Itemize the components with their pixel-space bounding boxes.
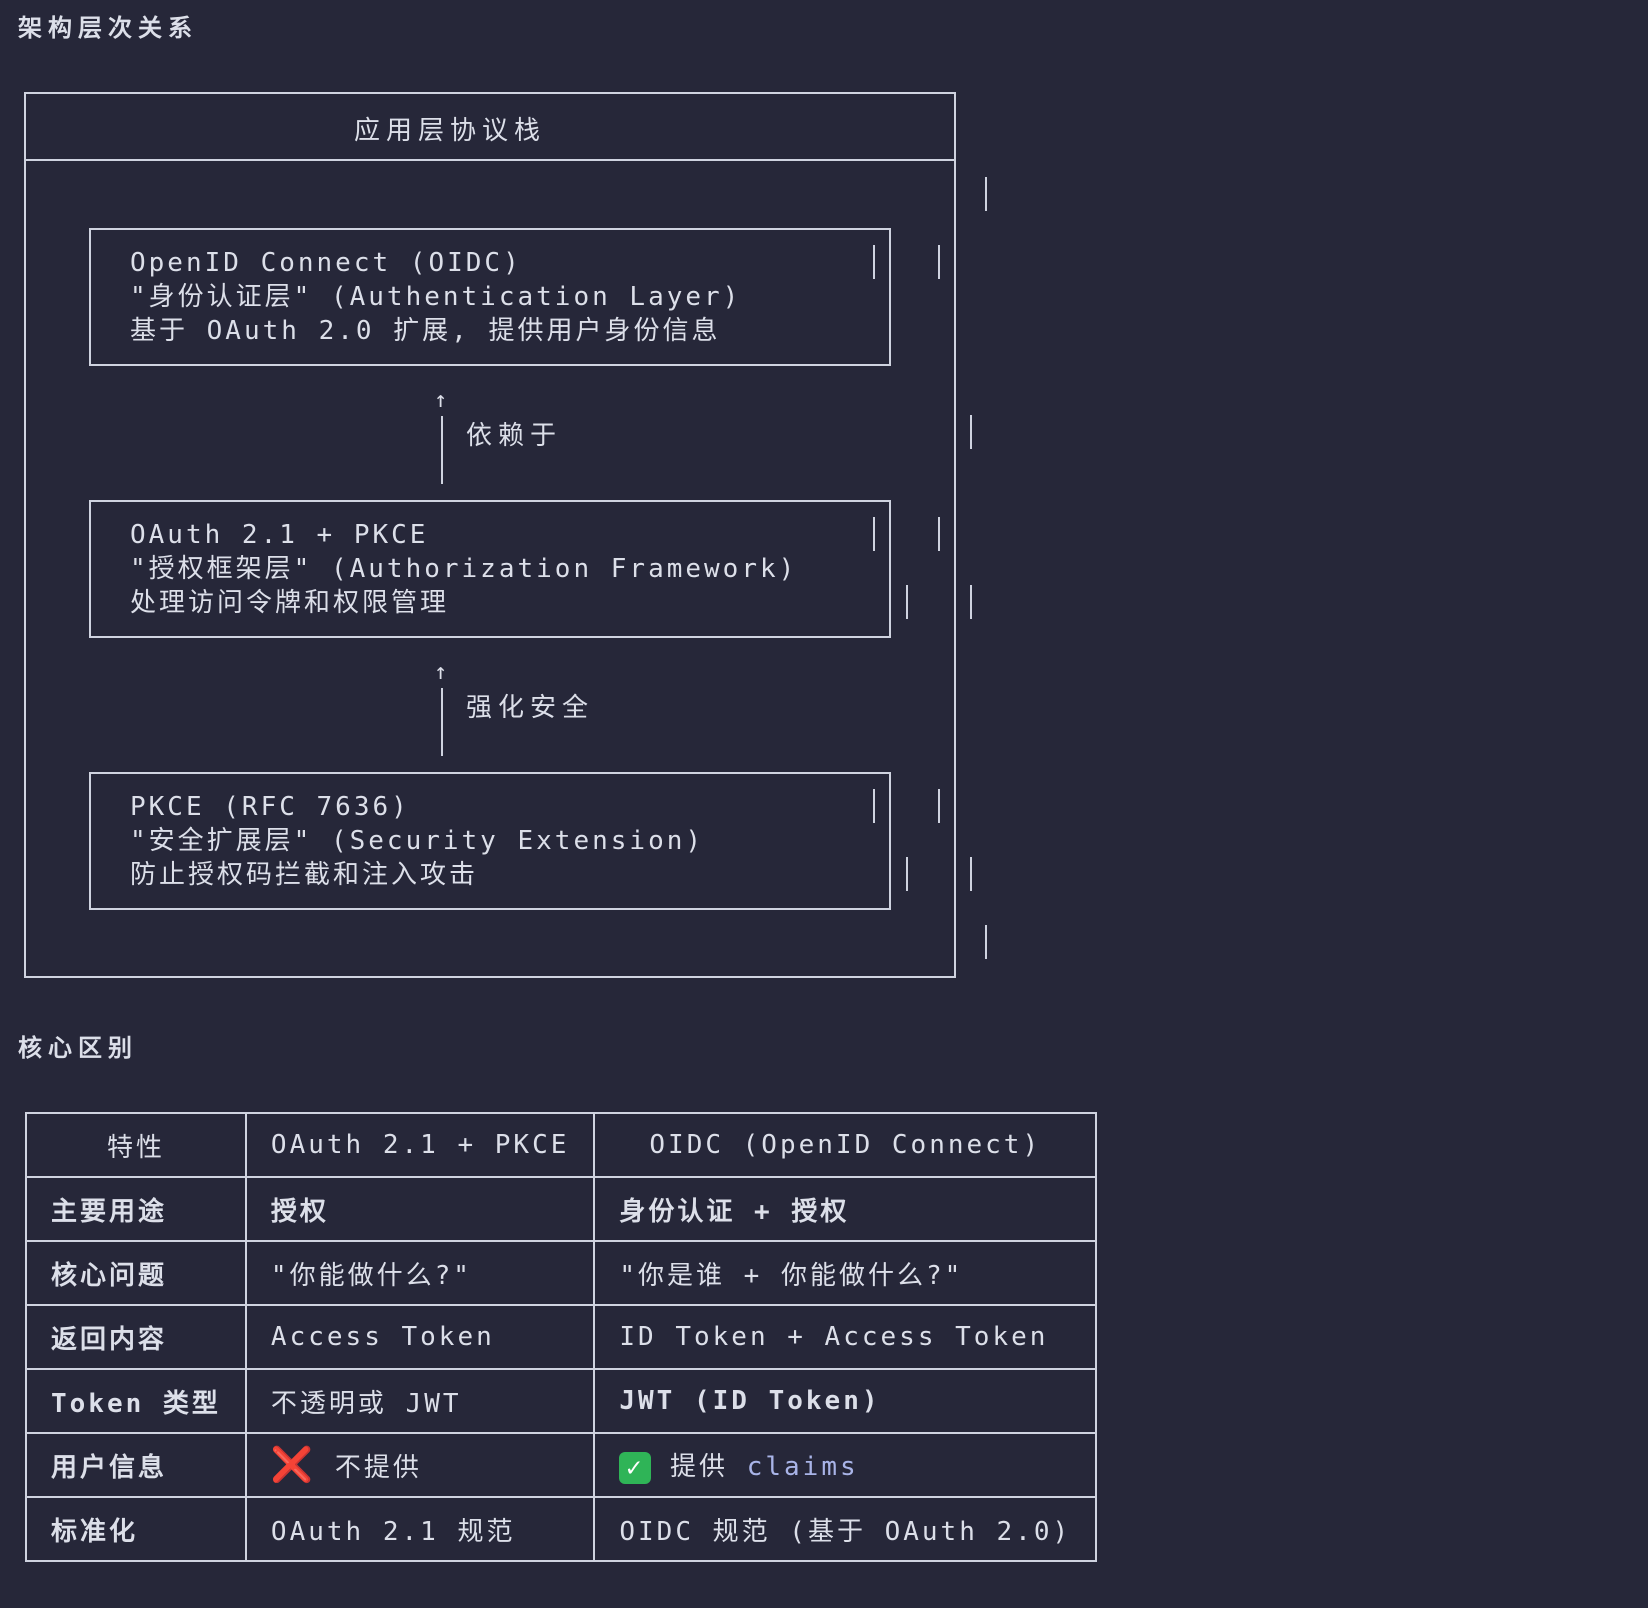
depends-on-connector: [441, 416, 443, 484]
row-label: 主要用途: [25, 1176, 247, 1242]
header-oidc: OIDC (OpenID Connect): [593, 1112, 1098, 1178]
comparison-table: 特性 OAuth 2.1 + PKCE OIDC (OpenID Connect…: [25, 1112, 1098, 1562]
table-row: Token 类型 不透明或 JWT JWT (ID Token): [25, 1368, 1098, 1434]
strengthens-arrow-icon: ↑: [434, 660, 448, 685]
pkce-layer-desc: 防止授权码拦截和注入攻击: [130, 860, 479, 890]
cell-oauth: 授权: [244, 1176, 596, 1242]
cell-oidc: ID Token + Access Token: [593, 1304, 1098, 1370]
box-inner-edge: [906, 585, 908, 619]
row-label: 用户信息: [25, 1432, 247, 1498]
cell-oauth: ❌ 不提供: [244, 1432, 596, 1498]
ascii-right-edge-segment: [954, 891, 956, 925]
cell-oidc: ✓ 提供 claims: [593, 1432, 1098, 1498]
box-inner-edge: [873, 245, 875, 279]
section-title-architecture: 架构层次关系: [18, 14, 198, 42]
oidc-layer-name: OpenID Connect (OIDC): [130, 248, 522, 278]
protocol-stack-title-divider: [24, 159, 956, 161]
strengthens-label: 强化安全: [466, 693, 595, 723]
cell-oauth: 不透明或 JWT: [244, 1368, 596, 1434]
ascii-right-edge-segment: [938, 789, 940, 823]
ascii-right-edge-segment: [985, 925, 987, 959]
oidc-layer-box: [89, 228, 891, 366]
header-oauth: OAuth 2.1 + PKCE: [244, 1112, 596, 1178]
ascii-right-edge-segment: [954, 449, 956, 517]
header-feature: 特性: [25, 1112, 247, 1178]
row-label: Token 类型: [25, 1368, 247, 1434]
cell-oauth: OAuth 2.1 规范: [244, 1496, 596, 1562]
check-mark-icon: ✓: [619, 1451, 652, 1484]
ascii-right-edge-segment: [970, 415, 972, 449]
ascii-right-edge-segment: [954, 619, 956, 789]
depends-on-label: 依赖于: [466, 421, 563, 451]
ascii-right-edge-segment: [985, 177, 987, 211]
row-label: 标准化: [25, 1496, 247, 1562]
table-row: 核心问题 "你能做什么?" "你是谁 + 你能做什么?": [25, 1240, 1098, 1306]
oidc-layer-role: "身份认证层" (Authentication Layer): [130, 282, 742, 312]
cell-oauth: Access Token: [244, 1304, 596, 1370]
protocol-stack-title: 应用层协议栈: [354, 116, 547, 146]
pkce-layer-box: [89, 772, 891, 910]
ascii-right-edge-segment: [970, 857, 972, 891]
row-label: 返回内容: [25, 1304, 247, 1370]
table-row: 用户信息 ❌ 不提供 ✓ 提供 claims: [25, 1432, 1098, 1498]
ascii-right-edge-segment: [954, 551, 956, 585]
cell-oidc: OIDC 规范 (基于 OAuth 2.0): [593, 1496, 1098, 1562]
depends-on-arrow-icon: ↑: [434, 388, 448, 413]
table-row: 返回内容 Access Token ID Token + Access Toke…: [25, 1304, 1098, 1370]
cross-mark-icon: ❌: [270, 1445, 317, 1485]
section-title-core-differences: 核心区别: [18, 1034, 138, 1062]
oauth-layer-name: OAuth 2.1 + PKCE: [130, 520, 429, 550]
oauth-layer-box: [89, 500, 891, 638]
table-header-row: 特性 OAuth 2.1 + PKCE OIDC (OpenID Connect…: [25, 1112, 1098, 1178]
oauth-layer-desc: 处理访问令牌和权限管理: [130, 588, 450, 618]
ascii-right-edge-segment: [954, 279, 956, 415]
cell-oauth: "你能做什么?": [244, 1240, 596, 1306]
ascii-right-edge-segment: [970, 585, 972, 619]
claims-code: claims: [746, 1452, 859, 1483]
ascii-right-edge-segment: [954, 211, 956, 245]
cell-oidc: 身份认证 + 授权: [593, 1176, 1098, 1242]
box-inner-edge: [873, 517, 875, 551]
ascii-right-edge-segment: [938, 245, 940, 279]
box-inner-edge: [906, 857, 908, 891]
ascii-right-edge-segment: [938, 517, 940, 551]
oauth-layer-role: "授权框架层" (Authorization Framework): [130, 554, 798, 584]
cell-text: 提供: [670, 1452, 729, 1483]
strengthens-connector: [441, 688, 443, 756]
ascii-right-edge-segment: [954, 823, 956, 857]
oidc-layer-desc: 基于 OAuth 2.0 扩展, 提供用户身份信息: [130, 316, 721, 346]
box-inner-edge: [873, 789, 875, 823]
cell-oidc: JWT (ID Token): [593, 1368, 1098, 1434]
table-row: 标准化 OAuth 2.1 规范 OIDC 规范 (基于 OAuth 2.0): [25, 1496, 1098, 1562]
row-label: 核心问题: [25, 1240, 247, 1306]
protocol-stack-box: [24, 92, 956, 978]
table-row: 主要用途 授权 身份认证 + 授权: [25, 1176, 1098, 1242]
pkce-layer-role: "安全扩展层" (Security Extension): [130, 826, 705, 856]
cell-text: 不提供: [334, 1453, 422, 1483]
cell-oidc: "你是谁 + 你能做什么?": [593, 1240, 1098, 1306]
pkce-layer-name: PKCE (RFC 7636): [130, 792, 410, 822]
